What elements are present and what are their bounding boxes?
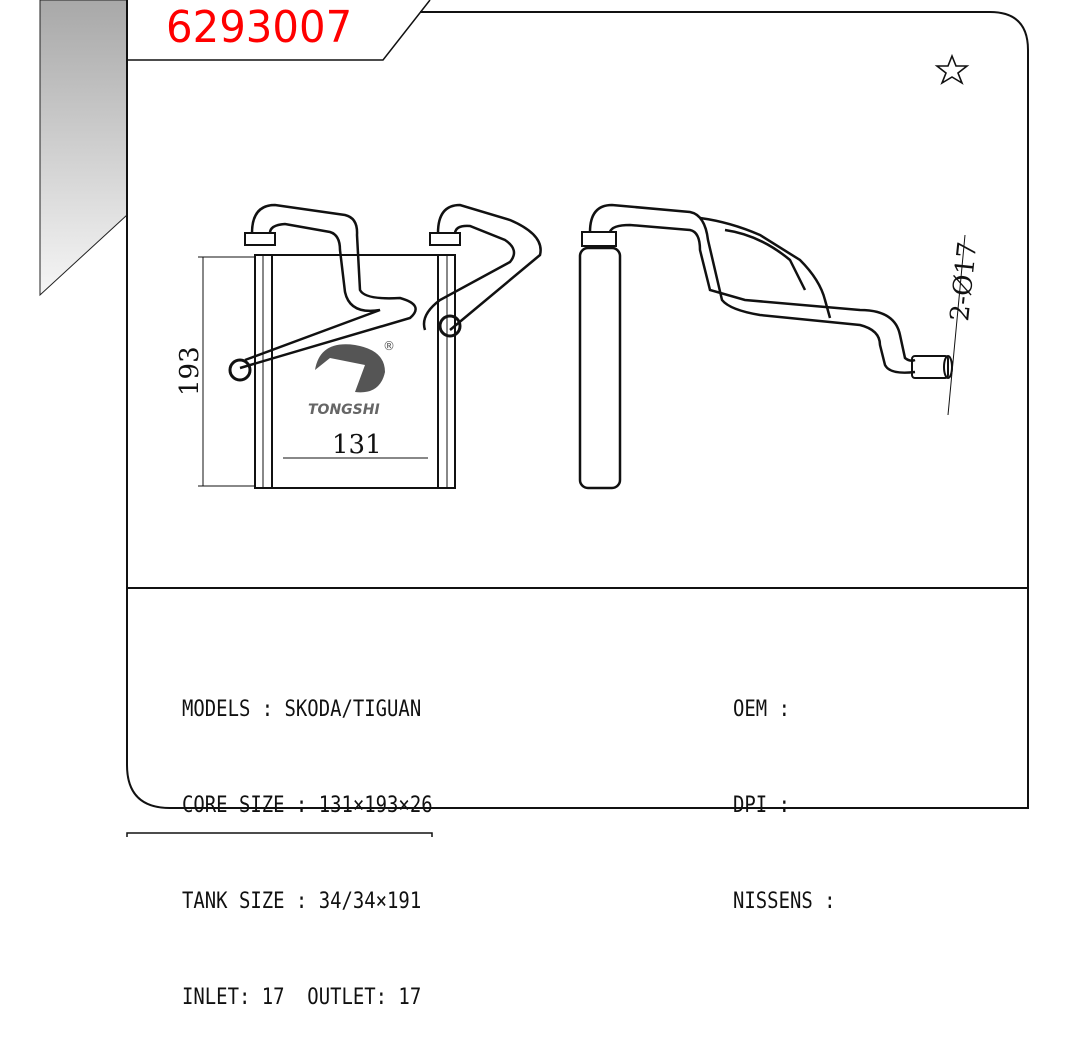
- logo-text: TONGSHI: [308, 402, 380, 418]
- frame-border: [126, 0, 1029, 809]
- star-outline-icon[interactable]: [934, 53, 970, 85]
- width-dimension: 131: [332, 430, 382, 460]
- front-view: [228, 203, 542, 489]
- registered-mark: ®: [383, 339, 395, 353]
- spec-core-size: CORE SIZE : 131×193×26: [182, 793, 433, 818]
- tongshi-logo: ® TONGSHI: [308, 339, 395, 418]
- technical-drawing: 193 131 2-Ø17 ® TONGSHI: [39, 0, 1029, 837]
- spec-models: MODELS : SKODA/TIGUAN: [182, 697, 422, 722]
- spec-tank-size: TANK SIZE : 34/34×191: [182, 889, 422, 914]
- side-view: [578, 203, 953, 490]
- title-tab: [127, 0, 431, 61]
- spec-inlet-outlet: INLET: 17 OUTLET: 17: [182, 985, 422, 1010]
- spec-dpi: DPI :: [733, 793, 790, 818]
- pipe-dimension: 2-Ø17: [945, 240, 983, 322]
- side-gradient-strip: [39, 0, 128, 297]
- height-dimension: 193: [175, 346, 205, 396]
- specs-right: OEM : DPI : NISSENS :: [733, 630, 836, 950]
- dimension-lines: [198, 234, 966, 487]
- part-number: 6293007: [166, 2, 353, 53]
- specs-left: MODELS : SKODA/TIGUAN CORE SIZE : 131×19…: [182, 630, 433, 1046]
- spec-nissens: NISSENS :: [733, 889, 836, 914]
- bottom-tab: [126, 832, 433, 837]
- spec-oem: OEM :: [733, 697, 790, 722]
